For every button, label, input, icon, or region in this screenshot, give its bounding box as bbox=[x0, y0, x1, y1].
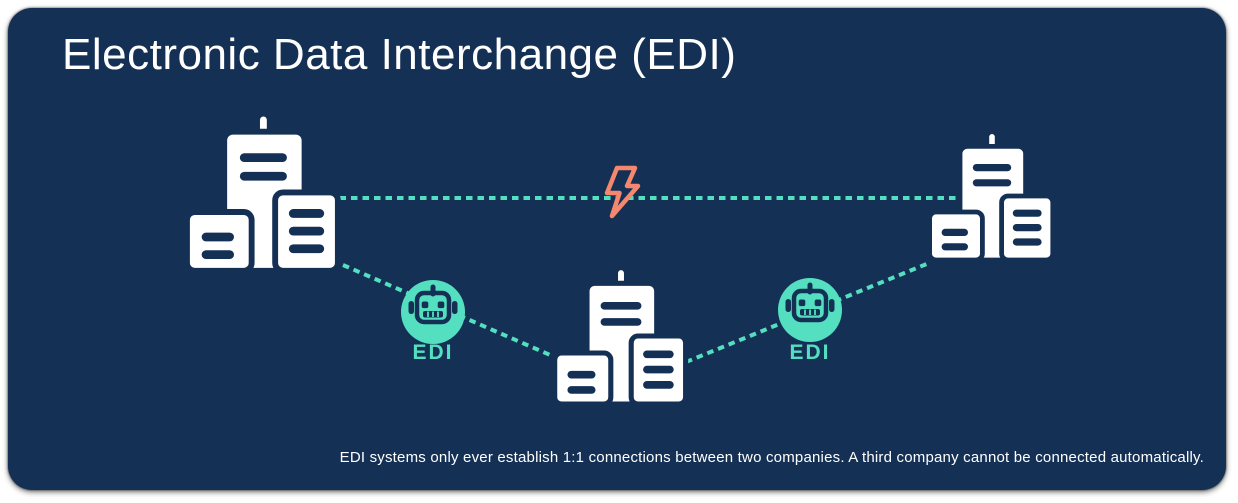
edi-robot-icon-left bbox=[401, 280, 465, 344]
lightning-bolt-icon bbox=[604, 165, 641, 219]
edi-diagram bbox=[8, 8, 1226, 490]
page-title: Electronic Data Interchange (EDI) bbox=[62, 30, 737, 79]
edi-infographic-card: Electronic Data Interchange (EDI) bbox=[8, 8, 1226, 490]
company-buildings-icon-middle bbox=[555, 273, 686, 404]
edi-robot-icon-right bbox=[778, 278, 842, 342]
caption-text: EDI systems only ever establish 1:1 conn… bbox=[339, 449, 1204, 466]
edi-badge-label-right: EDI bbox=[789, 341, 831, 364]
edi-badge-label-left: EDI bbox=[412, 341, 454, 364]
company-buildings-icon-left bbox=[187, 120, 338, 271]
company-buildings-icon-right bbox=[930, 137, 1053, 260]
